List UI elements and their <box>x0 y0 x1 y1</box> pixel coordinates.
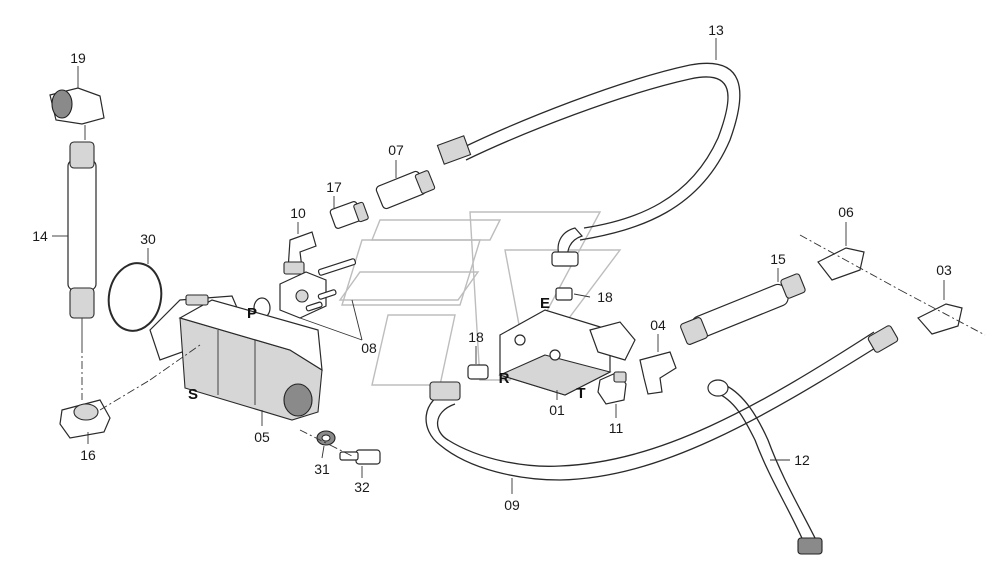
fitting-18-top <box>555 287 573 301</box>
callout-17: 17 <box>326 179 342 195</box>
hose-15 <box>680 273 806 345</box>
assembly-center-lines <box>99 344 353 457</box>
callout-03: 03 <box>936 262 952 278</box>
bolt-32 <box>339 449 381 465</box>
callout-10: 10 <box>290 205 306 221</box>
port-labels: P S E R T <box>188 295 586 403</box>
callout-11: 11 <box>609 420 624 436</box>
manifold-08 <box>253 258 357 319</box>
callout-31: 31 <box>314 461 330 477</box>
fitting-17 <box>329 201 369 229</box>
fitting-11 <box>597 371 627 405</box>
fitting-18-left <box>467 364 489 380</box>
valve-block-01 <box>498 309 636 396</box>
tee-04 <box>639 351 677 395</box>
fitting-06 <box>799 234 901 291</box>
hose-12 <box>707 379 823 555</box>
port-p-label: P <box>247 305 257 322</box>
hose-09 <box>425 325 899 481</box>
callout-05: 05 <box>254 429 270 445</box>
callout-14: 14 <box>32 228 48 244</box>
port-s-label: S <box>188 386 198 403</box>
elbow-10 <box>283 231 317 275</box>
callout-18-top: 18 <box>597 289 613 305</box>
callout-01: 01 <box>549 402 565 418</box>
flange-16 <box>59 399 111 439</box>
callout-13: 13 <box>708 22 724 38</box>
hose-14 <box>67 141 97 400</box>
callout-08: 08 <box>361 340 377 356</box>
hose-13 <box>436 62 741 267</box>
elbow-19 <box>49 87 105 140</box>
washer-31 <box>316 430 336 446</box>
callout-04: 04 <box>650 317 666 333</box>
leader-lines <box>52 38 945 494</box>
callout-19: 19 <box>70 50 86 66</box>
port-t-label: T <box>576 385 585 402</box>
callout-09: 09 <box>504 497 520 513</box>
callout-labels: 13 19 14 30 07 17 10 08 06 15 03 18 18 0… <box>32 22 952 513</box>
callout-07: 07 <box>388 142 404 158</box>
o-ring-30 <box>107 262 163 332</box>
fitting-03 <box>899 289 986 336</box>
callout-32: 32 <box>354 479 370 495</box>
port-r-label: R <box>499 370 510 387</box>
fitting-07 <box>375 170 436 210</box>
callout-16: 16 <box>80 447 96 463</box>
pump-05 <box>149 294 323 421</box>
callout-18-left: 18 <box>468 329 484 345</box>
port-e-label: E <box>540 295 550 312</box>
callout-15: 15 <box>770 251 786 267</box>
callout-06: 06 <box>838 204 854 220</box>
callout-12: 12 <box>794 452 810 468</box>
callout-30: 30 <box>140 231 156 247</box>
